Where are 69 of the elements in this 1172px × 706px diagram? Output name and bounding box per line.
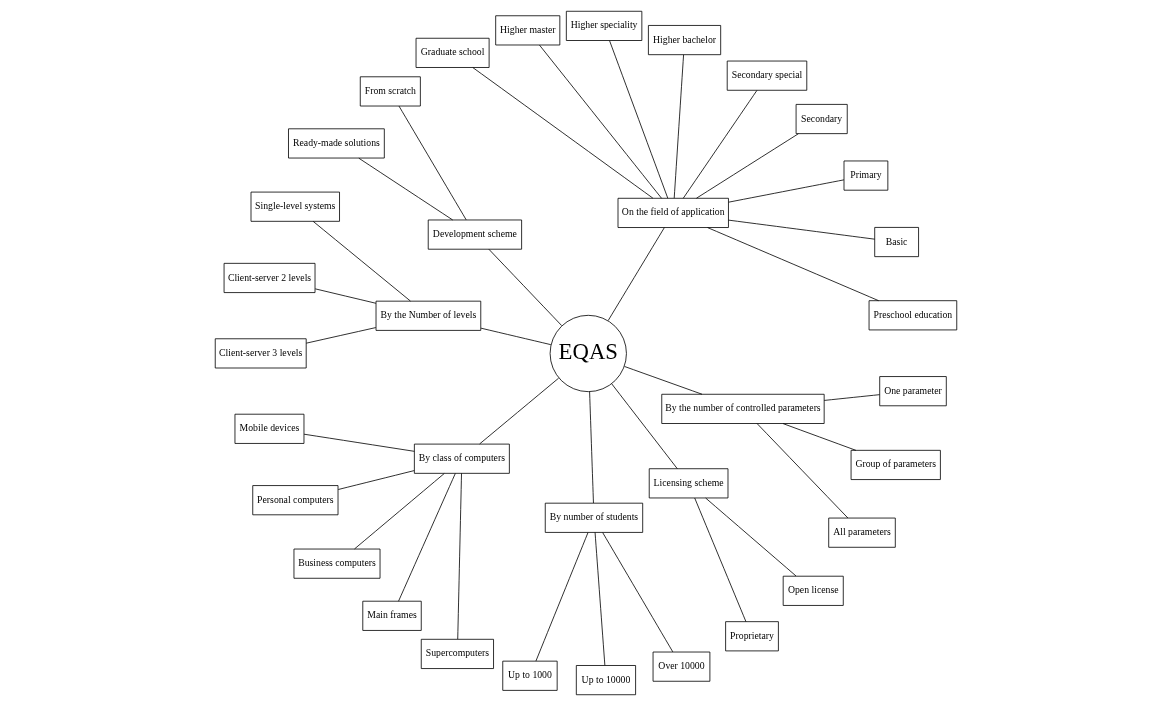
node-box: All parameters (828, 517, 896, 548)
node-box: Development scheme (427, 219, 522, 250)
node-box: On the field of application (617, 197, 729, 228)
node-box: Mobile devices (234, 413, 305, 444)
node-box: Supercomputers (420, 638, 494, 669)
connector (312, 220, 411, 302)
node-box: Client-server 3 levels (214, 338, 307, 369)
connector (707, 227, 880, 302)
connector (457, 473, 462, 640)
node-box: Personal computers (252, 485, 339, 516)
connector (602, 532, 674, 653)
node-box: Up to 10000 (575, 665, 636, 696)
node-box: Graduate school (415, 37, 490, 68)
node-box: One parameter (879, 376, 947, 407)
connector (756, 423, 849, 519)
node-box: By class of computers (413, 443, 510, 474)
node-box: Higher speciality (565, 10, 643, 41)
connector (609, 40, 669, 199)
connector (694, 497, 747, 623)
connector (673, 54, 684, 199)
connector (589, 391, 594, 504)
connector (823, 394, 880, 401)
connector (472, 67, 654, 199)
node-circle: EQAS (549, 314, 627, 393)
connector (728, 219, 876, 240)
node-box: Up to 1000 (502, 660, 558, 691)
node-box: Higher master (495, 15, 561, 46)
connector (354, 473, 445, 550)
connector (480, 327, 552, 346)
node-box: Single-level systems (250, 191, 340, 222)
node-box: Preschool education (868, 300, 958, 331)
node-box: Basic (874, 227, 919, 258)
node-box: Open license (782, 575, 844, 606)
node-box: By the number of controlled parameters (661, 393, 825, 424)
connector (398, 105, 467, 221)
node-box: Over 10000 (652, 651, 711, 682)
connector (611, 383, 678, 470)
connector (594, 532, 606, 666)
connector (607, 227, 665, 321)
connector (624, 366, 703, 395)
connector (782, 423, 857, 451)
connector (705, 497, 797, 577)
node-box: By the Number of levels (375, 300, 482, 331)
connector (337, 470, 415, 490)
connector (488, 248, 563, 327)
connector (535, 532, 589, 662)
connector (358, 157, 454, 221)
node-box: Client-server 2 levels (223, 262, 316, 293)
node-box: Licensing scheme (648, 468, 729, 499)
connector (398, 473, 456, 602)
node-box: Primary (843, 160, 889, 191)
node-box: Main frames (362, 600, 422, 631)
node-box: Proprietary (725, 621, 779, 652)
node-box: By number of students (544, 502, 644, 533)
connector (479, 377, 560, 445)
node-box: Higher bachelor (648, 25, 722, 56)
node-box: Secondary special (726, 60, 808, 91)
connector (314, 288, 377, 304)
connector (305, 327, 377, 344)
node-box: Ready-made solutions (288, 128, 385, 159)
node-box: Secondary (795, 104, 848, 135)
node-box: Business computers (293, 548, 381, 579)
node-box: Group of parameters (850, 449, 941, 480)
connector (728, 179, 845, 203)
connector (682, 90, 758, 199)
connector (539, 44, 662, 199)
connector (696, 133, 799, 199)
connector (303, 433, 415, 452)
node-box: From scratch (359, 76, 421, 107)
